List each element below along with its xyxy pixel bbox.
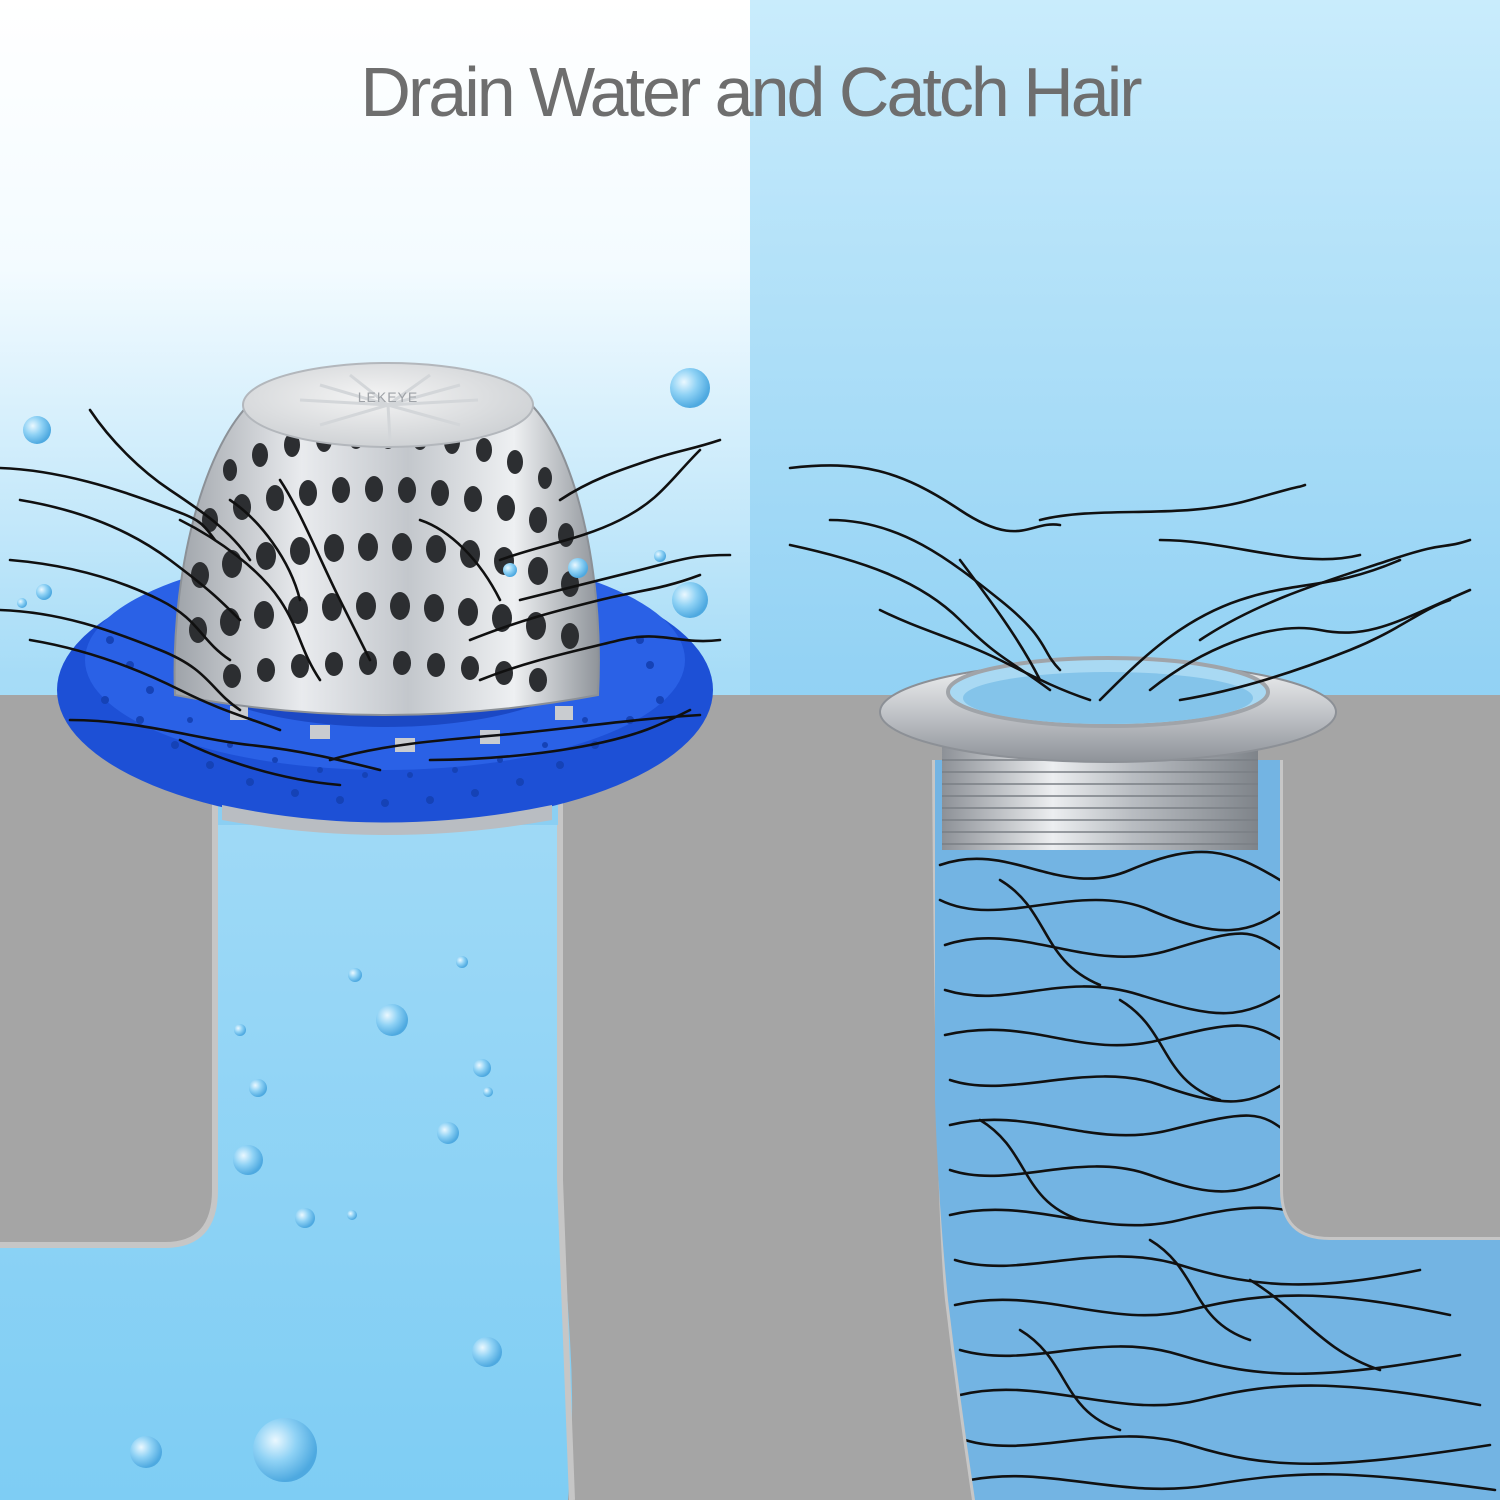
dome-strainer: LEKEYE: [173, 362, 600, 716]
brand-emboss: LEKEYE: [358, 389, 418, 405]
right-pipe-water: [935, 760, 1500, 1500]
floating-hair: [788, 464, 1472, 702]
left-floor: [0, 695, 750, 1500]
water-bubbles: [17, 368, 710, 1482]
headline: Drain Water and Catch Hair: [360, 53, 1142, 131]
clogged-hair: [938, 850, 1497, 1492]
caught-hair: [0, 408, 732, 787]
